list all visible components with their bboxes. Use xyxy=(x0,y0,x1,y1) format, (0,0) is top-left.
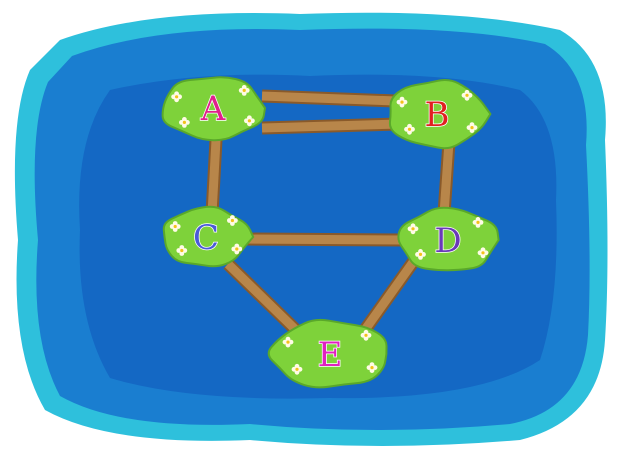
bridges-layer xyxy=(205,89,456,339)
flower-icon xyxy=(169,221,181,232)
bridge-d-e xyxy=(358,255,420,337)
island-e: E xyxy=(267,318,388,389)
flower-icon xyxy=(415,249,426,260)
island-b-label: B xyxy=(425,95,450,135)
flower-icon xyxy=(291,363,303,375)
flower-icon xyxy=(461,89,473,101)
bridge-c-e xyxy=(224,260,304,338)
bridge-b-d xyxy=(439,141,454,215)
flower-icon xyxy=(238,85,250,96)
bridge-a-b xyxy=(261,91,397,106)
island-e-label: E xyxy=(318,335,343,375)
island-b: B xyxy=(388,79,492,150)
flower-icon xyxy=(179,117,190,128)
island-c-label: C xyxy=(193,218,219,258)
islands-layer: A B C D E xyxy=(161,76,500,389)
bridge-a-c xyxy=(207,139,221,215)
flower-icon xyxy=(176,245,188,256)
flower-icon xyxy=(171,91,183,103)
flower-icon xyxy=(396,96,408,108)
island-a-label: A xyxy=(200,89,226,129)
flower-icon xyxy=(477,247,489,259)
flower-icon xyxy=(366,362,378,373)
flower-icon xyxy=(404,123,415,135)
flower-icon xyxy=(231,243,243,255)
flower-icon xyxy=(360,329,372,341)
island-d: D xyxy=(397,206,500,272)
flower-icon xyxy=(282,336,294,348)
flower-icon xyxy=(472,217,484,228)
island-a: A xyxy=(161,76,267,142)
island-d-label: D xyxy=(434,221,461,261)
flower-icon xyxy=(407,223,419,235)
flower-icon xyxy=(227,215,238,226)
bridge-c-d xyxy=(243,234,405,245)
flower-icon xyxy=(466,122,478,134)
flower-icon xyxy=(244,115,255,127)
bridge-a-b xyxy=(261,119,401,133)
island-c: C xyxy=(162,205,255,268)
